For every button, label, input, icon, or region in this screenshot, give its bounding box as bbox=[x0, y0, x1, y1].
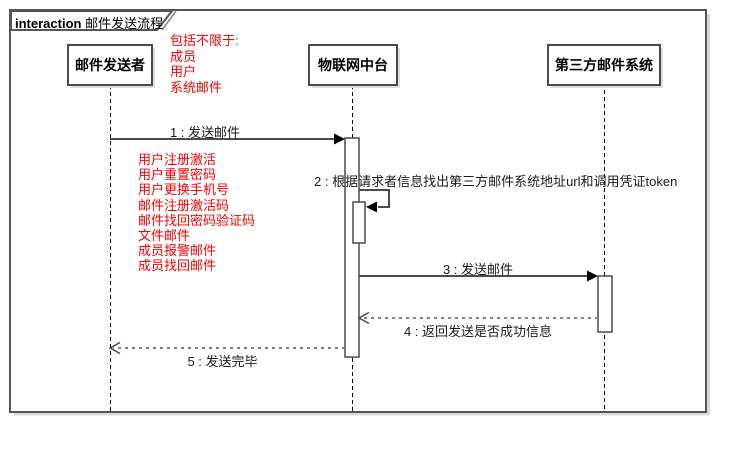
note-top-line: 包括不限于: bbox=[170, 33, 239, 48]
frame-keyword: interaction bbox=[15, 16, 82, 31]
note-left-line: 用户更换手机号 bbox=[138, 182, 230, 198]
arrow-message-1 bbox=[110, 133, 345, 145]
frame-title-text: 邮件发送流程 bbox=[85, 16, 164, 31]
message-1-label: 1 : 发送邮件 bbox=[169, 125, 241, 140]
message-3-label: 3 : 发送邮件 bbox=[442, 262, 514, 277]
participant-box-platform bbox=[308, 44, 398, 86]
participant-sender: 邮件发送者 bbox=[75, 57, 145, 73]
frame-border bbox=[9, 9, 707, 413]
arrow-message-5-return bbox=[108, 341, 345, 355]
participant-thirdparty: 第三方邮件系统 bbox=[555, 57, 653, 73]
arrow-message-2-self bbox=[359, 189, 390, 213]
frame-shadow bbox=[14, 14, 710, 416]
participant-platform: 物联网中台 bbox=[318, 57, 388, 73]
participant-box-sender bbox=[67, 44, 153, 86]
note-left: 用户注册激活 用户重置密码 用户更换手机号 邮件注册激活码 邮件找回密码验证码 … bbox=[138, 152, 255, 274]
arrow-message-4-return bbox=[357, 311, 598, 325]
activation-thirdparty bbox=[597, 275, 613, 333]
note-top: 包括不限于: 成员 用户 系统邮件 bbox=[170, 33, 239, 95]
activation-platform bbox=[344, 137, 360, 358]
note-left-line: 邮件注册激活码 bbox=[138, 197, 230, 213]
message-2-label: 2 : 根据请求者信息找出第三方邮件系统地址url和调用凭证token bbox=[314, 174, 678, 189]
arrow-message-3 bbox=[359, 270, 598, 282]
note-left-line: 文件邮件 bbox=[138, 228, 191, 244]
note-left-line: 成员找回邮件 bbox=[138, 258, 217, 274]
frame-tab-shape bbox=[10, 10, 177, 31]
note-left-line: 成员报警邮件 bbox=[138, 243, 217, 259]
note-top-line: 成员 bbox=[170, 48, 197, 64]
activation-bars bbox=[344, 137, 613, 358]
frame-title: interaction 邮件发送流程 bbox=[15, 13, 163, 32]
note-top-line: 系统邮件 bbox=[170, 79, 223, 95]
note-left-line: 用户注册激活 bbox=[138, 152, 217, 167]
participant-box-thirdparty bbox=[547, 44, 661, 86]
message-5-label: 5 : 发送完毕 bbox=[187, 354, 258, 369]
message-4-label: 4 : 返回发送是否成功信息 bbox=[403, 324, 553, 339]
note-left-line: 邮件找回密码验证码 bbox=[138, 212, 256, 228]
participant-boxes bbox=[67, 44, 661, 86]
note-left-line: 用户重置密码 bbox=[138, 167, 217, 183]
activation-platform-nested bbox=[352, 201, 366, 244]
note-top-line: 用户 bbox=[170, 64, 197, 79]
